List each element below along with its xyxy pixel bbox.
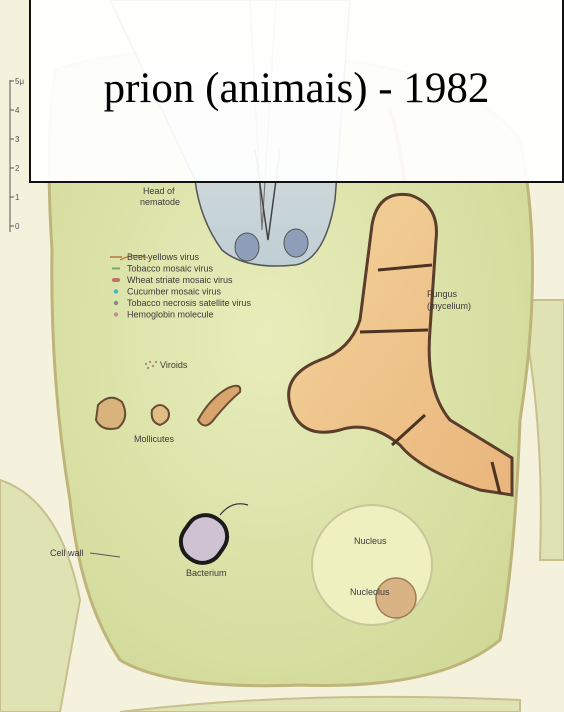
fungus-label-line2: (mycelium) bbox=[427, 301, 471, 311]
mollicutes-label: Mollicutes bbox=[134, 434, 175, 444]
legend-label: Tobacco necrosis satellite virus bbox=[127, 298, 252, 308]
legend-label: Beet yellows virus bbox=[127, 252, 200, 262]
legend-symbol bbox=[112, 278, 120, 282]
legend-label: Wheat striate mosaic virus bbox=[127, 275, 233, 285]
scale-tick-label: 4 bbox=[15, 106, 20, 115]
cell-wall-label: Cell wall bbox=[50, 548, 84, 558]
legend-label: Cucumber mosaic virus bbox=[127, 287, 222, 297]
overlay-title: prion (animais) - 1982 bbox=[31, 64, 562, 113]
legend-symbol bbox=[114, 289, 118, 293]
nematode-label-line1: Head of bbox=[143, 186, 175, 196]
legend-symbol bbox=[114, 312, 118, 316]
legend-label: Tobacco mosaic virus bbox=[127, 264, 214, 274]
bacterium-label: Bacterium bbox=[186, 568, 227, 578]
scale-tick-label: 3 bbox=[15, 135, 20, 144]
scale-tick-label: 0 bbox=[15, 222, 20, 231]
scale-tick-label: 2 bbox=[15, 164, 20, 173]
legend-label: Hemoglobin molecule bbox=[127, 310, 214, 320]
nucleus-label: Nucleus bbox=[354, 536, 387, 546]
scale-tick-label: 1 bbox=[15, 193, 20, 202]
title-overlay: prion (animais) - 1982 bbox=[29, 0, 564, 183]
viroids-label: Viroids bbox=[160, 360, 188, 370]
nucleus-organelle bbox=[312, 505, 432, 625]
legend-symbol bbox=[114, 301, 118, 305]
nematode-label-line2: nematode bbox=[140, 197, 180, 207]
fungus-label-line1: Fungus bbox=[427, 289, 458, 299]
nucleolus-label: Nucleolus bbox=[350, 587, 390, 597]
scale-tick-label: 5μ bbox=[15, 77, 24, 86]
